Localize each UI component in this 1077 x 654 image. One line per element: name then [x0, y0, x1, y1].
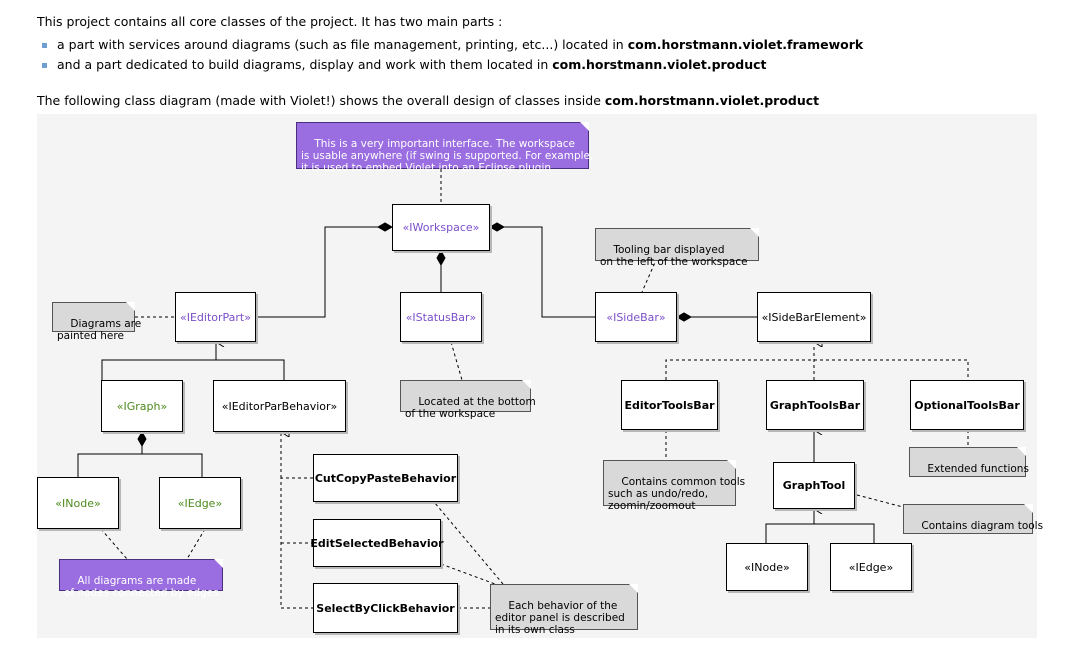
composition-diamond	[436, 249, 446, 267]
composition-diamond	[137, 430, 147, 448]
ieditorparbehavior-class: «IEditorParBehavior»	[213, 380, 346, 432]
istatusbar-class: «IStatusBar»	[400, 292, 482, 342]
class-name: SelectByClickBehavior	[316, 601, 455, 615]
ieditorpart-class: «IEditorPart»	[175, 292, 256, 342]
note-text: Contains diagram tools	[921, 520, 1044, 532]
note-text: Contains common tools such as undo/redo,…	[608, 476, 746, 512]
note-link	[450, 341, 463, 381]
selectbyclickbehavior-class: SelectByClickBehavior	[313, 583, 458, 633]
note-link	[440, 563, 496, 585]
package-name: com.horstmann.violet.framework	[627, 37, 864, 52]
class-name: «IEditorParBehavior»	[221, 399, 338, 413]
inheritance-line	[101, 359, 285, 380]
class-name: «ISideBar»	[606, 310, 666, 324]
isidebarelement-class: «ISideBarElement»	[757, 292, 871, 342]
class-name: «INode»	[55, 496, 101, 510]
composition-line	[490, 226, 595, 318]
iedge-left-class: «IEdge»	[159, 477, 241, 529]
note-text: Extended functions	[927, 463, 1029, 475]
realization-line	[665, 359, 969, 380]
composition-line	[256, 226, 392, 318]
composition-diamond	[675, 312, 693, 322]
note-fold	[629, 584, 638, 593]
diagram-caption: The following class diagram (made with V…	[37, 93, 819, 109]
cutcopypastebehavior-class: CutCopyPasteBehavior	[313, 454, 458, 502]
class-name: «IWorkspace»	[402, 221, 480, 234]
optionaltoolsbar-class: OptionalToolsBar	[910, 380, 1024, 430]
class-name: CutCopyPasteBehavior	[314, 471, 457, 485]
package-name: com.horstmann.violet.product	[604, 93, 820, 108]
class-name: «IEdge»	[177, 496, 223, 510]
extended-functions-note: Extended functions	[909, 447, 1029, 477]
iworkspace-class: «IWorkspace»	[392, 204, 490, 251]
note-fold	[727, 460, 736, 469]
statusbar-note: Located at the bottom of the workspace	[400, 380, 536, 420]
class-diagram: This is a very important interface. The …	[37, 114, 1043, 638]
behavior-note: Each behavior of the editor panel is des…	[490, 584, 638, 636]
bullet-text: and a part dedicated to build diagrams, …	[57, 57, 553, 72]
note-text: This is a very important interface. The …	[301, 138, 594, 174]
note-fold	[580, 122, 589, 131]
note-link	[100, 528, 128, 560]
class-name: OptionalToolsBar	[914, 398, 1020, 412]
note-fold	[214, 559, 223, 568]
iedge-right-class: «IEdge»	[830, 543, 912, 591]
bullet-item-framework: a part with services around diagrams (su…	[57, 37, 863, 53]
class-name: EditorToolsBar	[624, 398, 715, 412]
note-link	[423, 489, 504, 585]
bullet-text: a part with services around diagrams (su…	[57, 37, 628, 52]
package-name: com.horstmann.violet.product	[552, 57, 767, 72]
note-fold	[1024, 504, 1033, 513]
class-name: GraphToolsBar	[769, 398, 861, 412]
composition-diamond	[376, 222, 394, 232]
class-name: «ISideBarElement»	[761, 310, 867, 324]
note-text: Each behavior of the editor panel is des…	[495, 600, 625, 636]
diagrams-painted-note: Diagrams are painted here	[52, 302, 141, 342]
caption-text: The following class diagram (made with V…	[37, 93, 605, 108]
bullet-icon	[42, 43, 47, 48]
note-text: All diagrams are made of nodes connected…	[64, 575, 219, 599]
realization-line	[280, 477, 313, 609]
inode-left-class: «INode»	[37, 477, 119, 529]
toolingbar-note: Tooling bar displayed on the left of the…	[595, 228, 759, 268]
note-link	[641, 257, 658, 293]
diagram-tools-note: Contains diagram tools	[903, 504, 1043, 534]
class-name: «IGraph»	[116, 399, 168, 413]
editselectedbehavior-class: EditSelectedBehavior	[310, 519, 444, 567]
intro-text: This project contains all core classes o…	[37, 14, 503, 29]
editortoolsbar-class: EditorToolsBar	[621, 380, 718, 430]
class-name: GraphTool	[782, 479, 846, 492]
note-link	[856, 494, 904, 508]
graphtool-class: GraphTool	[773, 462, 855, 509]
common-tools-note: Contains common tools such as undo/redo,…	[603, 460, 745, 512]
diagram-connectors	[77, 169, 969, 609]
note-text: Located at the bottom of the workspace	[405, 396, 536, 420]
nodes-edges-note: All diagrams are made of nodes connected…	[59, 559, 223, 599]
note-fold	[750, 228, 759, 237]
workspace-note: This is a very important interface. The …	[296, 122, 593, 174]
inode-right-class: «INode»	[726, 543, 808, 591]
class-name: «INode»	[744, 560, 790, 574]
bullet-item-product: and a part dedicated to build diagrams, …	[57, 57, 767, 73]
graphtoolsbar-class: GraphToolsBar	[766, 380, 864, 430]
class-name: «IEditorPart»	[180, 310, 251, 324]
class-name: EditSelectedBehavior	[310, 536, 444, 550]
composition-line	[77, 453, 203, 477]
note-fold	[522, 380, 531, 389]
isidebar-class: «ISideBar»	[595, 292, 677, 342]
igraph-class: «IGraph»	[101, 380, 183, 432]
class-name: «IStatusBar»	[405, 310, 477, 324]
class-name: «IEdge»	[848, 560, 894, 574]
bullet-icon	[42, 63, 47, 68]
note-fold	[126, 302, 135, 311]
note-fold	[1017, 447, 1026, 456]
inheritance-line	[765, 523, 875, 543]
intro-line: This project contains all core classes o…	[37, 14, 502, 30]
note-text: Tooling bar displayed on the left of the…	[600, 244, 748, 268]
note-link	[186, 528, 206, 560]
composition-diamond	[488, 222, 506, 232]
note-text: Diagrams are painted here	[57, 318, 142, 342]
